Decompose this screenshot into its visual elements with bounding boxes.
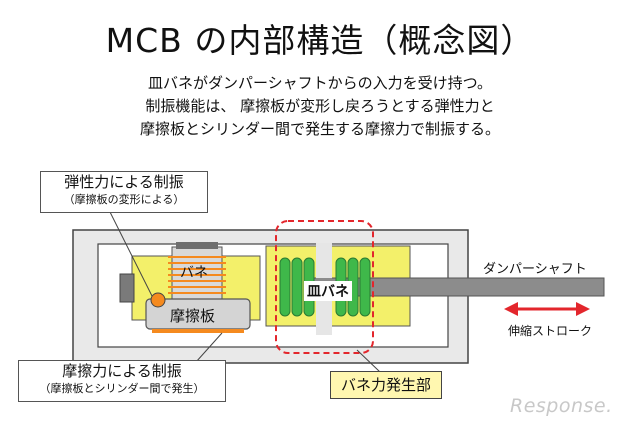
spring-force-section-label: バネ力発生部 [330,371,442,399]
description-line-3: 摩擦板とシリンダー間で発生する摩擦力で制振する。 [139,120,500,138]
elastic-point-marker [150,292,166,308]
friction-leader [195,332,223,363]
damper-shaft-label: ダンパーシャフト [483,262,587,277]
friction-plate-label: 摩擦板 [170,307,216,325]
elastic-callout-sub: （摩擦板の変形による） [63,193,185,206]
stroke-label: 伸縮ストローク [508,324,593,338]
spring-coils [168,256,226,294]
friction-callout: 摩擦力による制振 （摩擦板とシリンダー間で発生） [18,360,226,402]
spring-cap [176,242,218,249]
description: 皿バネがダンパーシャフトからの入力を受け持つ。 制振機能は、 摩擦板が変形し戻ろ… [0,72,640,141]
spring-label: バネ [180,265,208,281]
description-line-2: 制振機能は、 摩擦板が変形し戻ろうとする弾性力と [145,97,495,115]
spring-housing [171,246,223,300]
description-line-1: 皿バネがダンパーシャフトからの入力を受け持つ。 [147,74,493,92]
response-watermark: Response. [510,395,613,417]
page-title: MCB の内部構造（概念図） [105,21,535,60]
friction-strip [152,329,244,333]
disc-spring-label: 皿バネ [304,281,352,301]
bane-leader [356,349,381,373]
disc-springs [279,257,371,317]
elastic-callout: 弾性力による制振 （摩擦板の変形による） [40,171,208,213]
friction-callout-main: 摩擦力による制振 [62,362,182,380]
stroke-arrow [504,302,590,316]
friction-callout-sub: （摩擦板とシリンダー間で発生） [39,382,205,395]
elastic-leader [107,207,153,297]
elastic-callout-main: 弾性力による制振 [64,173,184,191]
end-cap [119,273,135,303]
spring-force-region [275,220,374,354]
